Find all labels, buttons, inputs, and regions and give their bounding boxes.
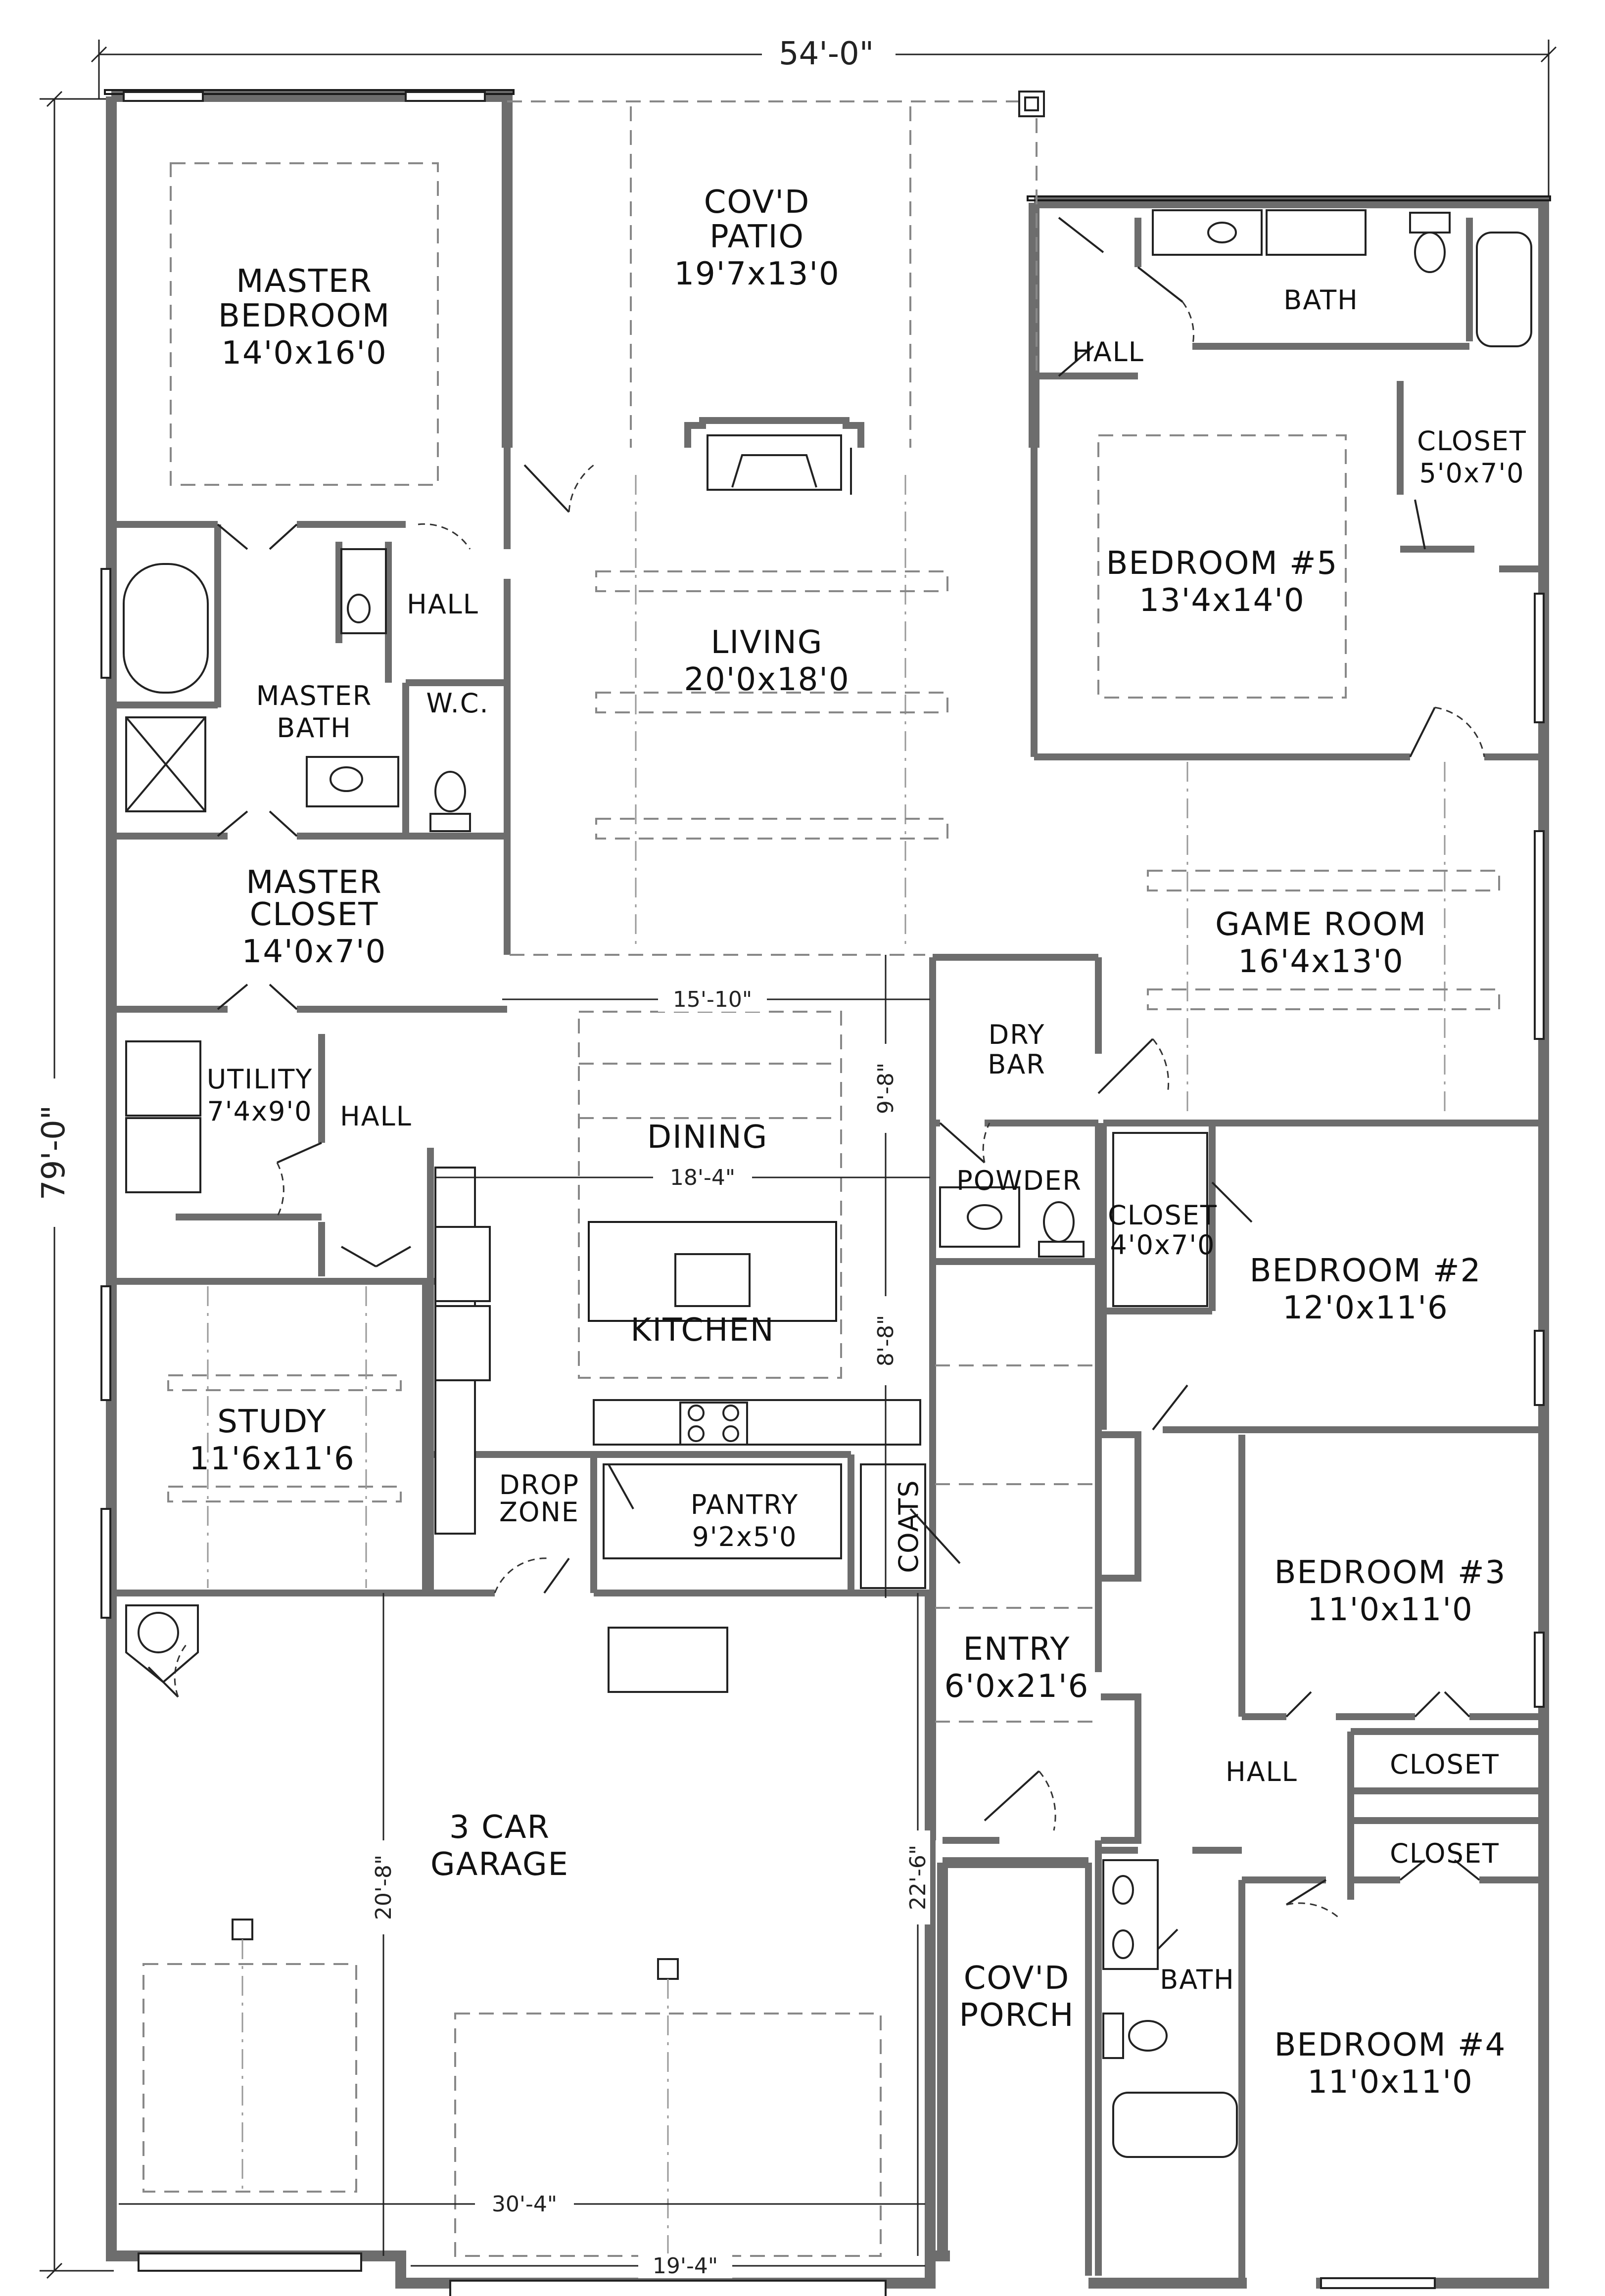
room-entry: ENTRY 6'0x21'6 [944, 1631, 1089, 1705]
garage-door-width-dimension: 19'-4" [653, 2253, 718, 2279]
room-name-line1: DROP [499, 1469, 579, 1500]
room-name-line1: 3 CAR [449, 1809, 550, 1846]
room-bath-top: BATH [1283, 284, 1358, 316]
room-name: BEDROOM #3 [1275, 1554, 1507, 1591]
room-name: STUDY [217, 1404, 327, 1440]
kitchen-width-dimension: 18'-4" [670, 1165, 735, 1190]
room-pantry: PANTRY 9'2x5'0 [691, 1489, 799, 1552]
room-dining: DINING [647, 1119, 768, 1156]
room-size: 9'2x5'0 [692, 1521, 797, 1552]
kitchen-depth-dimension: 8'-8" [873, 1315, 898, 1366]
room-name-line2: BEDROOM [218, 298, 390, 334]
living-width-dimension: 15'-10" [673, 987, 752, 1012]
room-hall-top: HALL [1072, 336, 1144, 368]
room-name: PANTRY [691, 1489, 799, 1520]
room-size: 14'0x7'0 [242, 934, 387, 970]
room-living: LIVING 20'0x18'0 [684, 624, 850, 698]
room-name: GAME ROOM [1215, 906, 1427, 943]
room-labels: COV'D PATIO 19'7x13'0 MASTER BEDROOM 14'… [189, 184, 1527, 2101]
room-master-closet: MASTER CLOSET 14'0x7'0 [242, 864, 387, 970]
room-master-bath: MASTER BATH [256, 680, 372, 744]
room-size: 16'4x13'0 [1238, 943, 1404, 980]
room-name-line2: ZONE [499, 1497, 579, 1528]
room-size: 11'0x11'0 [1307, 2064, 1473, 2101]
room-name: ENTRY [963, 1631, 1071, 1668]
room-kitchen: KITCHEN [630, 1312, 774, 1349]
room-size: 19'7x13'0 [674, 256, 840, 292]
room-garage: 3 CAR GARAGE [430, 1809, 569, 1883]
room-hall-bedrooms: HALL [1226, 1756, 1298, 1787]
garage-right-depth-dimension: 22'-6" [905, 1845, 931, 1910]
room-study: STUDY 11'6x11'6 [189, 1404, 355, 1477]
room-name-line1: COV'D [964, 1960, 1070, 1997]
overall-width-dimension: 54'-0" [91, 36, 1557, 198]
room-drop-zone: DROP ZONE [499, 1469, 579, 1528]
room-name-line2: GARAGE [430, 1846, 569, 1883]
fixtures [123, 209, 1532, 2158]
room-size: 20'0x18'0 [684, 661, 850, 698]
room-size: 11'0x11'0 [1307, 1592, 1473, 1628]
room-name-line2: PORCH [959, 1997, 1074, 2034]
room-name-line2: BAR [988, 1049, 1046, 1080]
room-name: BEDROOM #5 [1106, 545, 1338, 582]
room-size: 6'0x21'6 [944, 1668, 1089, 1705]
overall-depth-dimension: 79'-0" [35, 91, 114, 2279]
room-size: 14'0x16'0 [221, 335, 387, 372]
room-name-line2: CLOSET [250, 896, 379, 933]
room-closet-b3: CLOSET [1390, 1749, 1500, 1780]
room-hall-utility: HALL [340, 1101, 412, 1132]
room-dry-bar: DRY BAR [988, 1019, 1046, 1080]
room-size: 5'0x7'0 [1419, 458, 1524, 489]
fireplace [684, 417, 864, 491]
room-bath-bottom: BATH [1160, 1964, 1234, 1995]
windows [100, 91, 1545, 2296]
patio-outline [507, 91, 1045, 448]
room-bedroom-5: BEDROOM #5 13'4x14'0 [1106, 545, 1338, 619]
room-size: 7'4x9'0 [207, 1096, 312, 1127]
room-name: BEDROOM #2 [1250, 1253, 1482, 1289]
garage-left-depth-dimension: 20'-8" [371, 1855, 396, 1920]
room-size: 12'0x11'6 [1282, 1290, 1448, 1326]
room-name-line1: MASTER [246, 864, 382, 901]
room-game-room: GAME ROOM 16'4x13'0 [1215, 906, 1427, 980]
room-powder: POWDER [956, 1165, 1082, 1196]
interior-dimensions: 15'-10" 18'-4" 9'-8" 8'-8" 20'-8" 22'-6"… [119, 955, 931, 2279]
room-name: LIVING [711, 624, 823, 661]
room-bedroom-3: BEDROOM #3 11'0x11'0 [1275, 1554, 1507, 1628]
room-size: 4'0x7'0 [1110, 1229, 1215, 1261]
room-name: BEDROOM #4 [1275, 2027, 1507, 2063]
dining-depth-dimension: 9'-8" [873, 1063, 898, 1114]
room-wc: W.C. [426, 688, 489, 719]
doors [147, 217, 1485, 1970]
room-covd-patio: COV'D PATIO 19'7x13'0 [674, 184, 840, 292]
garage-width-dimension: 30'-4" [492, 2192, 557, 2217]
room-name-line2: PATIO [709, 219, 804, 255]
room-size: 13'4x14'0 [1139, 582, 1305, 619]
room-name-line1: COV'D [704, 184, 810, 221]
room-hall-master: HALL [407, 589, 479, 620]
room-name-line1: MASTER [236, 263, 373, 300]
room-size: 11'6x11'6 [189, 1441, 355, 1477]
room-closet-b4: CLOSET [1390, 1838, 1500, 1869]
room-coats: COATS [893, 1479, 924, 1573]
room-bedroom-2: BEDROOM #2 12'0x11'6 [1250, 1253, 1482, 1326]
room-name-line1: MASTER [256, 680, 372, 711]
overall-width-label: 54'-0" [779, 36, 874, 72]
room-closet-5: CLOSET 5'0x7'0 [1417, 425, 1527, 489]
room-name-line1: DRY [989, 1019, 1045, 1050]
overall-depth-label: 79'-0" [36, 1105, 72, 1200]
room-covd-porch: COV'D PORCH [959, 1960, 1074, 2034]
room-closet-2: CLOSET 4'0x7'0 [1108, 1200, 1218, 1261]
room-utility: UTILITY 7'4x9'0 [207, 1064, 313, 1127]
room-name-line2: BATH [277, 712, 351, 744]
room-bedroom-4: BEDROOM #4 11'0x11'0 [1275, 2027, 1507, 2101]
room-name: CLOSET [1417, 425, 1527, 457]
room-name: CLOSET [1108, 1200, 1218, 1231]
interior-walls [114, 218, 1539, 2281]
room-name: UTILITY [207, 1064, 313, 1095]
room-master-bedroom: MASTER BEDROOM 14'0x16'0 [218, 263, 390, 372]
